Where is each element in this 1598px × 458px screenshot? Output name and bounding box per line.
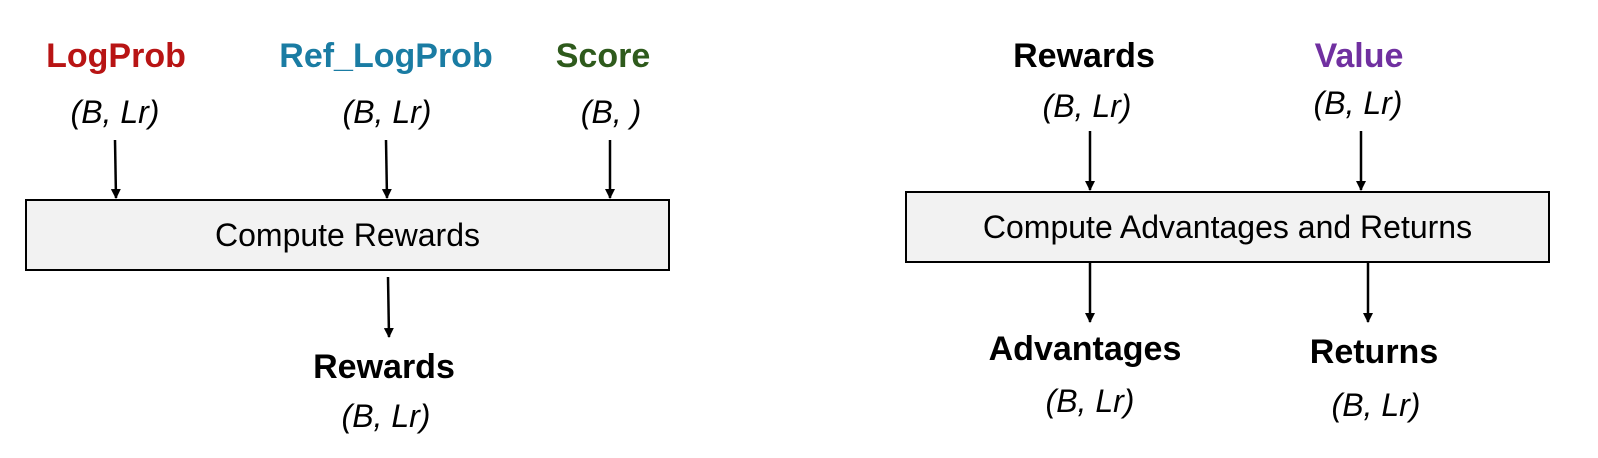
input-score-shape: (B, )	[580, 94, 642, 130]
input-ref-logprob-shape: (B, Lr)	[342, 94, 432, 130]
input-ref-logprob-label: Ref_LogProb	[279, 37, 493, 75]
arrow-ref-logprob-to-compute-rewards	[381, 139, 392, 199]
output-rewards-label: Rewards	[313, 348, 455, 386]
output-advantages-label: Advantages	[988, 330, 1182, 368]
arrow-logprob-to-compute-rewards	[110, 139, 121, 199]
arrow-compute-rewards-to-rewards	[383, 276, 394, 338]
input-logprob-shape: (B, Lr)	[70, 94, 160, 130]
input-value-shape: (B, Lr)	[1313, 85, 1403, 121]
input-value-label: Value	[1314, 37, 1404, 75]
input-logprob-label: LogProb	[46, 37, 186, 75]
input-rewards-shape: (B, Lr)	[1042, 88, 1132, 124]
output-advantages-shape: (B, Lr)	[1045, 383, 1135, 419]
compute-advantages-returns-box: Compute Advantages and Returns	[905, 191, 1550, 263]
output-returns-label: Returns	[1309, 333, 1439, 371]
input-score-label: Score	[555, 37, 651, 75]
compute-rewards-box: Compute Rewards	[25, 199, 670, 271]
output-rewards-shape: (B, Lr)	[341, 398, 431, 434]
input-rewards-label: Rewards	[1013, 37, 1155, 75]
output-returns-shape: (B, Lr)	[1331, 387, 1421, 423]
